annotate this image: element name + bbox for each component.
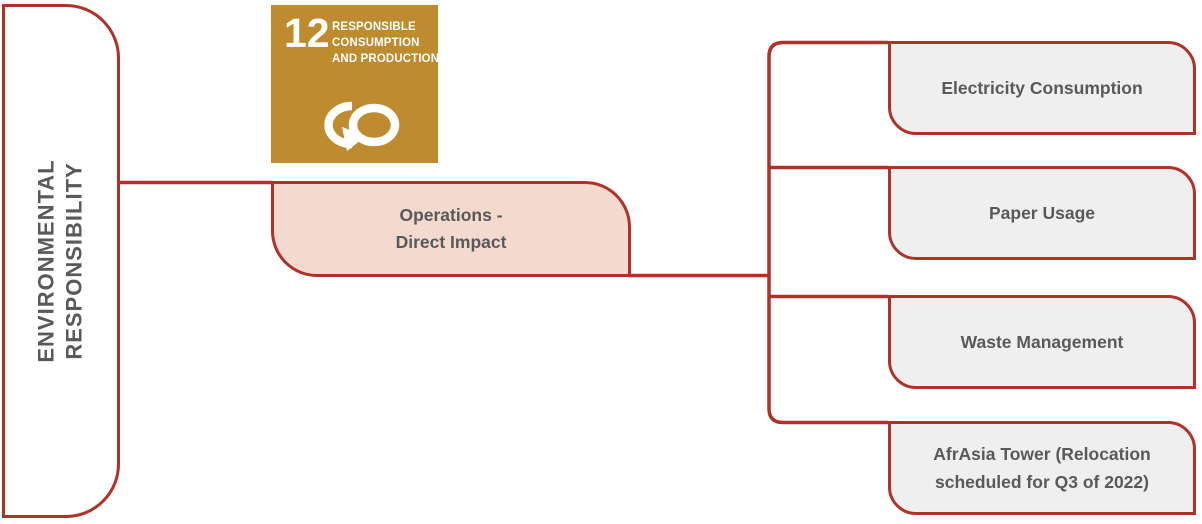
sdg-title-line1: RESPONSIBLE: [332, 19, 416, 33]
leaf-node-afrasia-tower: AfrAsia Tower (Relocation scheduled for …: [888, 421, 1196, 515]
root-node-label: ENVIRONMENTAL RESPONSIBILITY: [33, 159, 89, 362]
leaf-node-waste-management: Waste Management: [888, 295, 1196, 389]
leaf-node-label: Electricity Consumption: [941, 78, 1143, 98]
sdg-goal-title: RESPONSIBLE CONSUMPTION AND PRODUCTION: [332, 18, 439, 66]
mid-node-operations-direct-impact: Operations - Direct Impact: [271, 181, 631, 277]
connector-trunk: [767, 40, 888, 425]
leaf-node-label: Paper Usage: [988, 203, 1096, 223]
leaf-node-label: AfrAsia Tower (Relocation scheduled for …: [933, 444, 1151, 492]
infinity-loop-icon: [323, 101, 399, 151]
root-label-line2: RESPONSIBILITY: [62, 162, 88, 360]
mid-node-label-line1: Operations -: [399, 205, 503, 225]
leaf-node-label: Waste Management: [960, 332, 1124, 352]
leaf-node-paper-usage: Paper Usage: [888, 166, 1196, 260]
leaf-node-electricity-consumption: Electricity Consumption: [888, 41, 1196, 135]
sdg-title-line2: CONSUMPTION: [332, 35, 420, 49]
root-node-environmental-responsibility: ENVIRONMENTAL RESPONSIBILITY: [2, 4, 120, 518]
root-label-line1: ENVIRONMENTAL: [34, 159, 60, 363]
mid-node-label-line2: Direct Impact: [395, 232, 507, 252]
sdg-title-line3: AND PRODUCTION: [332, 51, 440, 65]
sdg-12-badge: 12 RESPONSIBLE CONSUMPTION AND PRODUCTIO…: [271, 5, 439, 163]
sdg-goal-number: 12: [284, 10, 330, 56]
